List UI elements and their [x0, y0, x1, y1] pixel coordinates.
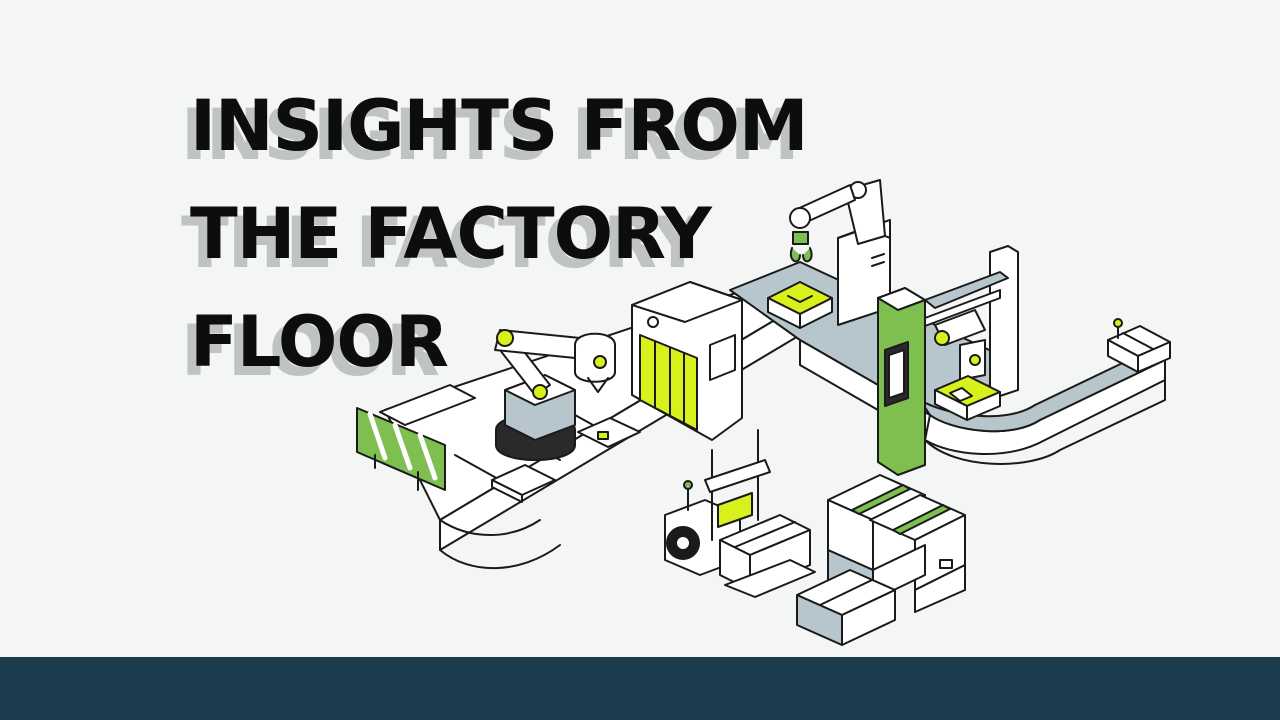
scanner-gate-icon — [631, 281, 743, 441]
robot-arm-icon — [494, 329, 616, 461]
footer-bar — [0, 657, 1280, 720]
box-icon — [767, 281, 833, 329]
box-icon — [796, 474, 966, 646]
title-line-3: FLOOR — [190, 301, 449, 383]
box-icon — [491, 417, 641, 503]
title-line-2: THE FACTORY — [190, 193, 712, 275]
barrier-gate-icon — [356, 384, 476, 491]
box-icon — [1107, 318, 1171, 373]
control-terminal-icon — [877, 287, 926, 476]
forklift-icon — [664, 429, 816, 598]
page-title: INSIGHTS FROM THE FACTORY FLOOR — [190, 72, 809, 396]
robot-arm-icon — [924, 245, 1019, 421]
title-line-1: INSIGHTS FROM — [190, 85, 809, 167]
